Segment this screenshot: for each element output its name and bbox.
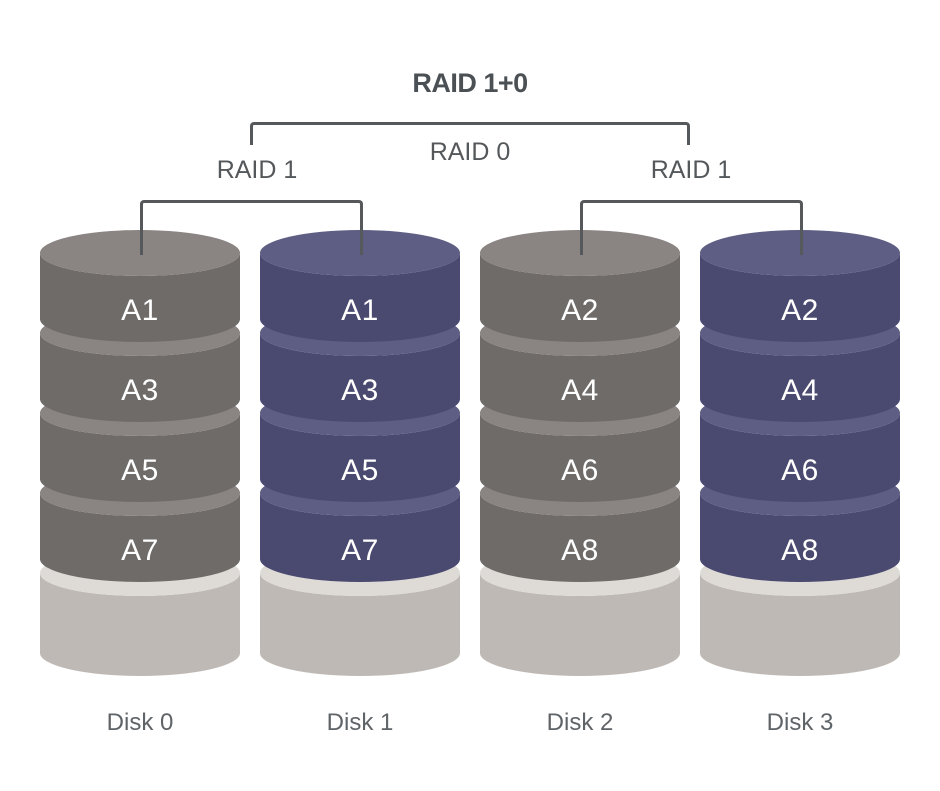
disk-3: A2 A4 A6 A8 Disk 3 — [698, 228, 902, 758]
disk-name: Disk 1 — [326, 709, 394, 736]
disk-slab-body — [480, 253, 680, 342]
block-label: A7 — [121, 534, 159, 567]
disk-base-body — [480, 573, 680, 676]
disk-slab-body — [260, 413, 460, 502]
diagram-title: RAID 1+0 — [412, 68, 528, 98]
disk-base-body — [260, 573, 460, 676]
block-label: A3 — [341, 374, 379, 407]
disk-1-cylinder — [260, 230, 460, 676]
disk-2-cylinder — [480, 230, 680, 676]
block-label: A5 — [121, 454, 159, 487]
disk-base-body — [40, 573, 240, 676]
disk-base-body — [700, 573, 900, 676]
block-label: A8 — [561, 534, 599, 567]
raid0-label: RAID 0 — [429, 138, 511, 166]
disk-slab-body — [700, 413, 900, 502]
disk-slab-body — [700, 493, 900, 582]
disk-slab-body — [480, 413, 680, 502]
raid1-left-label: RAID 1 — [216, 156, 298, 184]
block-label: A2 — [561, 294, 599, 327]
disk-slab-body — [480, 493, 680, 582]
disk-slab-body — [40, 493, 240, 582]
block-label: A4 — [561, 374, 599, 407]
block-label: A2 — [781, 294, 819, 327]
disk-name: Disk 0 — [106, 709, 174, 736]
block-label: A6 — [561, 454, 599, 487]
block-label: A5 — [341, 454, 379, 487]
disk-name: Disk 2 — [546, 709, 614, 736]
block-label: A7 — [341, 534, 379, 567]
block-label: A3 — [121, 374, 159, 407]
outer-bracket — [250, 122, 690, 145]
block-label: A1 — [341, 294, 379, 327]
disk-0: A1 A3 A5 A7 Disk 0 — [38, 228, 242, 758]
disk-1: A1 A3 A5 A7 Disk 1 — [258, 228, 462, 758]
disk-slab-body — [260, 333, 460, 422]
block-label: A6 — [781, 454, 819, 487]
raid1-right-label: RAID 1 — [650, 156, 732, 184]
disk-2: A2 A4 A6 A8 Disk 2 — [478, 228, 682, 758]
disk-slab-body — [40, 253, 240, 342]
disk-0-cylinder — [40, 230, 240, 676]
disk-name: Disk 3 — [766, 709, 834, 736]
disk-slab-body — [260, 253, 460, 342]
inner-bracket-right — [580, 200, 803, 255]
block-label: A8 — [781, 534, 819, 567]
disk-slab-body — [480, 333, 680, 422]
disk-slab-body — [700, 253, 900, 342]
block-label: A4 — [781, 374, 819, 407]
disk-slab-body — [260, 493, 460, 582]
disk-slab-body — [40, 413, 240, 502]
disk-slab-body — [700, 333, 900, 422]
block-label: A1 — [121, 294, 159, 327]
inner-bracket-left — [140, 200, 363, 255]
disk-slab-body — [40, 333, 240, 422]
